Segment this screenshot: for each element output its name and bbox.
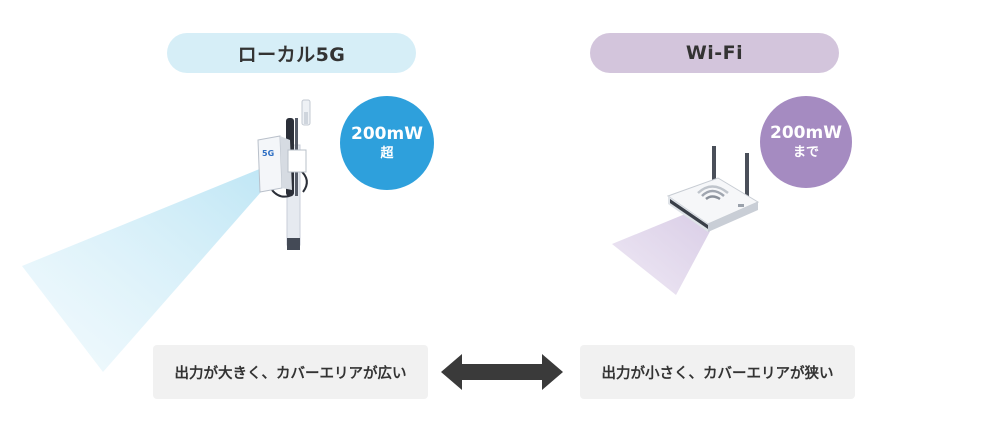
local5g-description-box: 出力が大きく、カバーエリアが広い — [153, 345, 428, 399]
wifi-title-pill: Wi-Fi — [590, 33, 839, 73]
local5g-power-badge: 200mW 超 — [340, 96, 434, 190]
wifi-title: Wi-Fi — [685, 42, 744, 64]
local5g-power-qualifier: 超 — [380, 145, 394, 161]
double-arrow-icon — [441, 354, 563, 390]
wifi-power-qualifier: まで — [792, 144, 819, 160]
wifi-coverage-beam — [612, 212, 715, 295]
wifi-description-box: 出力が小さく、カバーエリアが狭い — [580, 345, 855, 399]
5g-antenna-label: 5G — [262, 149, 274, 158]
local5g-title: ローカル5G — [237, 43, 346, 66]
wifi-router-icon — [666, 146, 760, 232]
5g-coverage-beam — [22, 168, 268, 372]
wifi-description: 出力が小さく、カバーエリアが狭い — [601, 365, 834, 382]
local5g-description: 出力が大きく、カバーエリアが広い — [174, 365, 407, 382]
5g-antenna-pole-icon: 5G — [257, 99, 311, 250]
local5g-power-value: 200mW — [351, 124, 423, 145]
wifi-power-badge: 200mW まで — [760, 96, 852, 188]
wifi-power-value: 200mW — [770, 123, 842, 144]
local5g-title-pill: ローカル5G — [167, 33, 416, 73]
